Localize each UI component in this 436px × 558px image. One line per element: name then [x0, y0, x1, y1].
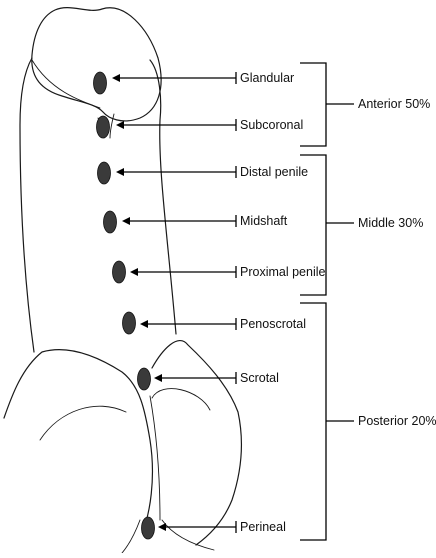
leader-lines	[112, 72, 237, 533]
midshaft-label: Midshaft	[240, 214, 288, 228]
group-labels: Anterior 50% Middle 30% Posterior 20%	[358, 97, 436, 428]
scrotal-label: Scrotal	[240, 371, 279, 385]
proximal-penile-leader	[130, 266, 237, 278]
scrotum-left	[3, 349, 154, 533]
middle-bracket	[300, 154, 354, 296]
scrotum-right	[151, 339, 242, 546]
penoscrotal-label: Penoscrotal	[240, 317, 306, 331]
median-raphe	[149, 395, 161, 521]
penoscrotal-marker	[122, 311, 136, 335]
meatus-right	[109, 113, 115, 139]
perineum-line-left	[121, 519, 141, 554]
shaft-right-edge	[149, 59, 177, 335]
glandular-label: Glandular	[240, 71, 294, 85]
subcoronal-arrowhead	[116, 121, 124, 129]
scrotal-leader	[154, 372, 237, 384]
penis-outline-drawing	[3, 6, 242, 554]
distal-penile-leader	[116, 166, 237, 178]
group-brackets	[300, 62, 354, 541]
distal-penile-marker	[97, 161, 111, 185]
perineal-leader	[158, 521, 237, 533]
perineal-marker	[141, 516, 155, 540]
perineal-arrowhead	[158, 523, 166, 531]
posterior-group-label: Posterior 20%	[358, 414, 436, 428]
scrotum-left-fold	[39, 405, 127, 441]
penoscrotal-leader	[140, 318, 237, 330]
distal-penile-arrowhead	[116, 168, 124, 176]
scrotal-marker	[137, 367, 151, 391]
midshaft-arrowhead	[122, 217, 130, 225]
site-markers	[93, 71, 155, 540]
subcoronal-leader	[116, 119, 237, 131]
perineal-label: Perineal	[240, 520, 286, 534]
glandular-arrowhead	[112, 74, 120, 82]
anterior-bracket	[300, 62, 354, 147]
glandular-leader	[112, 72, 237, 84]
proximal-penile-label: Proximal penile	[240, 265, 326, 279]
shaft-left-edge	[19, 57, 35, 353]
site-labels: Glandular Subcoronal Distal penile Midsh…	[240, 71, 326, 534]
subcoronal-label: Subcoronal	[240, 118, 303, 132]
subcoronal-marker	[96, 115, 110, 139]
glandular-marker	[93, 71, 107, 95]
glans-outline	[31, 6, 162, 122]
posterior-bracket	[300, 302, 354, 541]
midshaft-leader	[122, 215, 237, 227]
proximal-penile-arrowhead	[130, 268, 138, 276]
penoscrotal-arrowhead	[140, 320, 148, 328]
perineum-line-right	[161, 519, 215, 551]
midshaft-marker	[103, 210, 117, 234]
scrotum-right-fold	[151, 388, 211, 411]
scrotal-arrowhead	[154, 374, 162, 382]
proximal-penile-marker	[112, 260, 126, 284]
distal-penile-label: Distal penile	[240, 165, 308, 179]
corona-line	[31, 59, 101, 109]
anterior-group-label: Anterior 50%	[358, 97, 430, 111]
middle-group-label: Middle 30%	[358, 216, 423, 230]
